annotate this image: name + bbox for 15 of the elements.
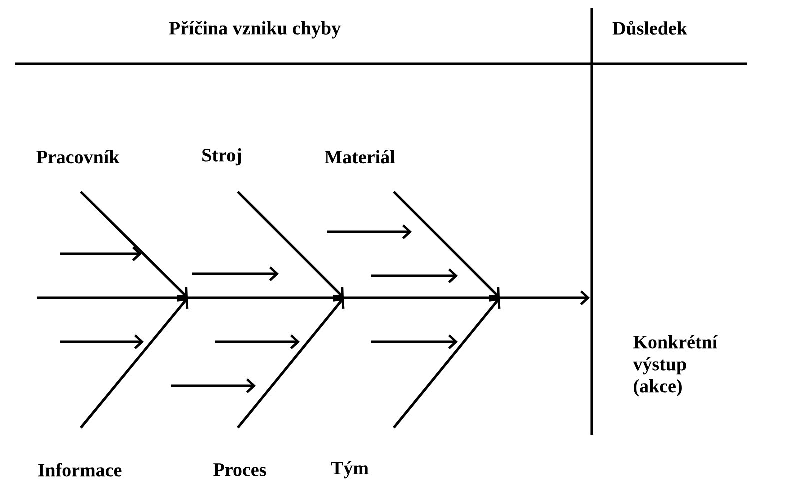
- bone-arrow: [80, 298, 189, 429]
- category-label: Materiál: [325, 150, 396, 164]
- bone-arrow: [393, 191, 500, 298]
- bone-arrow: [80, 191, 188, 298]
- effect-text: Konkrétní výstup (akce): [633, 335, 718, 397]
- bone-arrow: [237, 298, 345, 429]
- category-label: Tým: [331, 461, 369, 479]
- header-text: Důsledek: [612, 21, 688, 35]
- category-label: Informace: [38, 463, 122, 477]
- bone-arrow: [237, 191, 344, 298]
- header-text: Příčina vzniku chyby: [169, 21, 341, 39]
- bone-arrow: [393, 298, 501, 429]
- category-label: Proces: [214, 464, 266, 476]
- category-label: Stroj: [202, 148, 242, 166]
- category-label: Pracovník: [36, 150, 120, 164]
